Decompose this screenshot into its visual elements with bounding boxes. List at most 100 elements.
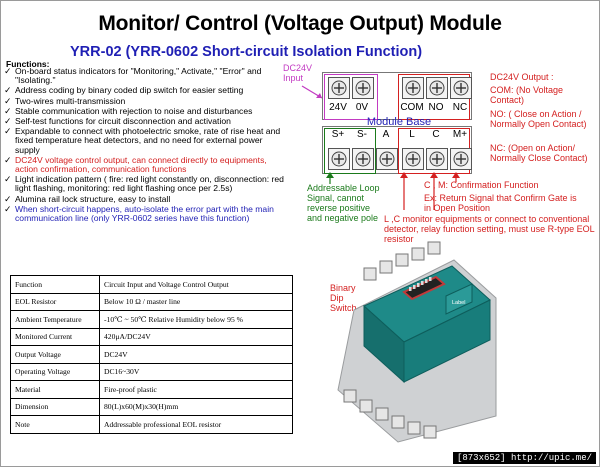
checkmark-icon: ✓ <box>4 95 12 106</box>
checkmark-icon: ✓ <box>4 66 12 76</box>
screw-terminal-icon <box>402 148 424 170</box>
loop-note: Addressable Loop Signal, cannot reverse … <box>307 183 380 223</box>
checkmark-icon: ✓ <box>4 203 12 214</box>
spec-value: Addressable professional EOL resistor <box>99 415 293 434</box>
dip-switch-label: Binary Dip Switch <box>330 283 357 313</box>
feature-text: Alumina rail lock structure, easy to ins… <box>15 193 171 204</box>
image-footer: [873x652] http://upic.me/ <box>452 452 596 464</box>
spec-key: Note <box>10 415 100 434</box>
screw-terminal-icon <box>450 77 472 99</box>
feature-item: ✓Stable communication with rejection to … <box>4 105 289 116</box>
feature-text: Stable communication with rejection to n… <box>15 105 253 116</box>
terminal-label: S+ <box>331 129 345 140</box>
spec-value: DC16~30V <box>99 362 293 381</box>
feature-text: Two-wires multi-transmission <box>15 95 126 106</box>
terminal-label: S- <box>357 129 367 140</box>
nc-note: NC: (Open on Action/ Normally Close Cont… <box>490 143 588 163</box>
terminal-label: NC <box>452 102 468 113</box>
spec-value: 80(L)x60(M)x30(H)mm <box>99 397 293 416</box>
feature-text: DC24V voltage control output, can connec… <box>15 154 267 175</box>
spec-value: -10℃ ~ 50℃ Relative Humidity below 95 % <box>99 310 293 329</box>
feature-item: ✓Alumina rail lock structure, easy to in… <box>4 193 289 204</box>
features-heading: Functions: <box>6 59 50 69</box>
checkmark-icon: ✓ <box>4 126 12 137</box>
feature-item: ✓Light indication pattern ( fire: red li… <box>4 174 289 194</box>
terminal-label: COM <box>400 102 424 113</box>
spec-key: Operating Voltage <box>10 362 100 381</box>
loop-terminal-group <box>324 128 376 174</box>
checkmark-icon: ✓ <box>4 105 12 116</box>
wiring-diagram: DC24V Input 24V 0V COM NO NC Module Base S+ S… <box>280 60 600 270</box>
screw-terminal-icon <box>328 148 350 170</box>
spec-key: Dimension <box>10 397 100 416</box>
spec-row: Ambient Temperature-10℃ ~ 50℃ Relative H… <box>10 310 293 329</box>
ex-note: Ex: Return Signal that Confirm Gate is i… <box>424 193 577 213</box>
feature-item: ✓DC24V voltage control output, can conne… <box>4 154 289 175</box>
terminal-label: M+ <box>452 129 468 140</box>
spec-key: Material <box>10 380 100 399</box>
terminal-label: C <box>432 129 440 140</box>
screw-terminal-icon <box>376 148 398 170</box>
feature-text: Expandable to connect with photoelectric… <box>15 126 281 155</box>
screw-terminal-icon <box>450 148 472 170</box>
feature-text: When short-circuit happens, auto-isolate… <box>15 203 274 224</box>
terminal-label: 24V <box>329 102 347 113</box>
spec-value: Below 10 Ω / master line <box>99 292 293 311</box>
com-note: COM: (No Voltage Contact) <box>490 85 564 105</box>
feature-item: ✓Two-wires multi-transmission <box>4 95 289 106</box>
screw-terminal-icon <box>352 148 374 170</box>
loop-arrow <box>326 172 334 184</box>
page-title: Monitor/ Control (Voltage Output) Module <box>98 12 502 35</box>
spec-value: 420μA/DC24V <box>99 327 293 346</box>
input-terminal-group <box>324 74 378 120</box>
no-note: NO: ( Close on Action / Normally Open Co… <box>490 109 587 129</box>
feature-item: ✓Expandable to connect with photoelectri… <box>4 127 289 155</box>
terminal-label: A <box>382 129 390 140</box>
subtitle: YRR-02 (YRR-0602 Short-circuit Isolation… <box>70 44 423 60</box>
screw-terminal-icon <box>426 148 448 170</box>
screw-terminal-icon <box>328 77 350 99</box>
feature-item: ✓Self-test functions for circuit disconn… <box>4 116 289 127</box>
spec-key: Monitored Current <box>10 327 100 346</box>
spec-value: Circuit Input and Voltage Control Output <box>99 275 293 294</box>
lc-note: L ,C monitor equipments or connect to co… <box>384 214 595 244</box>
spec-value: DC24V <box>99 345 293 364</box>
checkmark-icon: ✓ <box>4 193 12 204</box>
spec-key: Function <box>10 275 100 294</box>
feature-item: ✓When short-circuit happens, auto-isolat… <box>4 203 289 224</box>
dc24v-input-label: DC24V Input <box>283 63 313 83</box>
screw-terminal-icon <box>352 77 374 99</box>
cm-note: C , M: Confirmation Function <box>424 180 539 190</box>
spec-key: Output Voltage <box>10 345 100 364</box>
checkmark-icon: ✓ <box>4 116 12 127</box>
monitor-arrows <box>400 172 460 210</box>
module-product-image: Label <box>337 241 497 443</box>
feature-text: Self-test functions for circuit disconne… <box>15 116 231 127</box>
spec-value: Fire-proof plastic <box>99 380 293 399</box>
spec-key: Ambient Temperature <box>10 310 100 329</box>
feature-text: On-board status indicators for "Monitori… <box>15 66 262 86</box>
checkmark-icon: ✓ <box>4 174 12 185</box>
terminal-label: 0V <box>355 102 369 113</box>
module-base-label: Module Base <box>366 116 432 128</box>
feature-text: Address coding by binary coded dip switc… <box>15 85 244 96</box>
feature-item: ✓On-board status indicators for "Monitor… <box>4 66 289 86</box>
features-list: ✓On-board status indicators for "Monitor… <box>4 66 289 224</box>
checkmark-icon: ✓ <box>4 85 12 96</box>
module-label-text: Label <box>452 300 465 306</box>
feature-text: Light indication pattern ( fire: red lig… <box>15 174 284 194</box>
output-heading: DC24V Output : <box>490 72 554 82</box>
feature-item: ✓Address coding by binary coded dip swit… <box>4 86 289 95</box>
terminal-label: NO <box>428 102 444 113</box>
input-arrow <box>301 85 323 99</box>
screw-terminal-icon <box>402 77 424 99</box>
